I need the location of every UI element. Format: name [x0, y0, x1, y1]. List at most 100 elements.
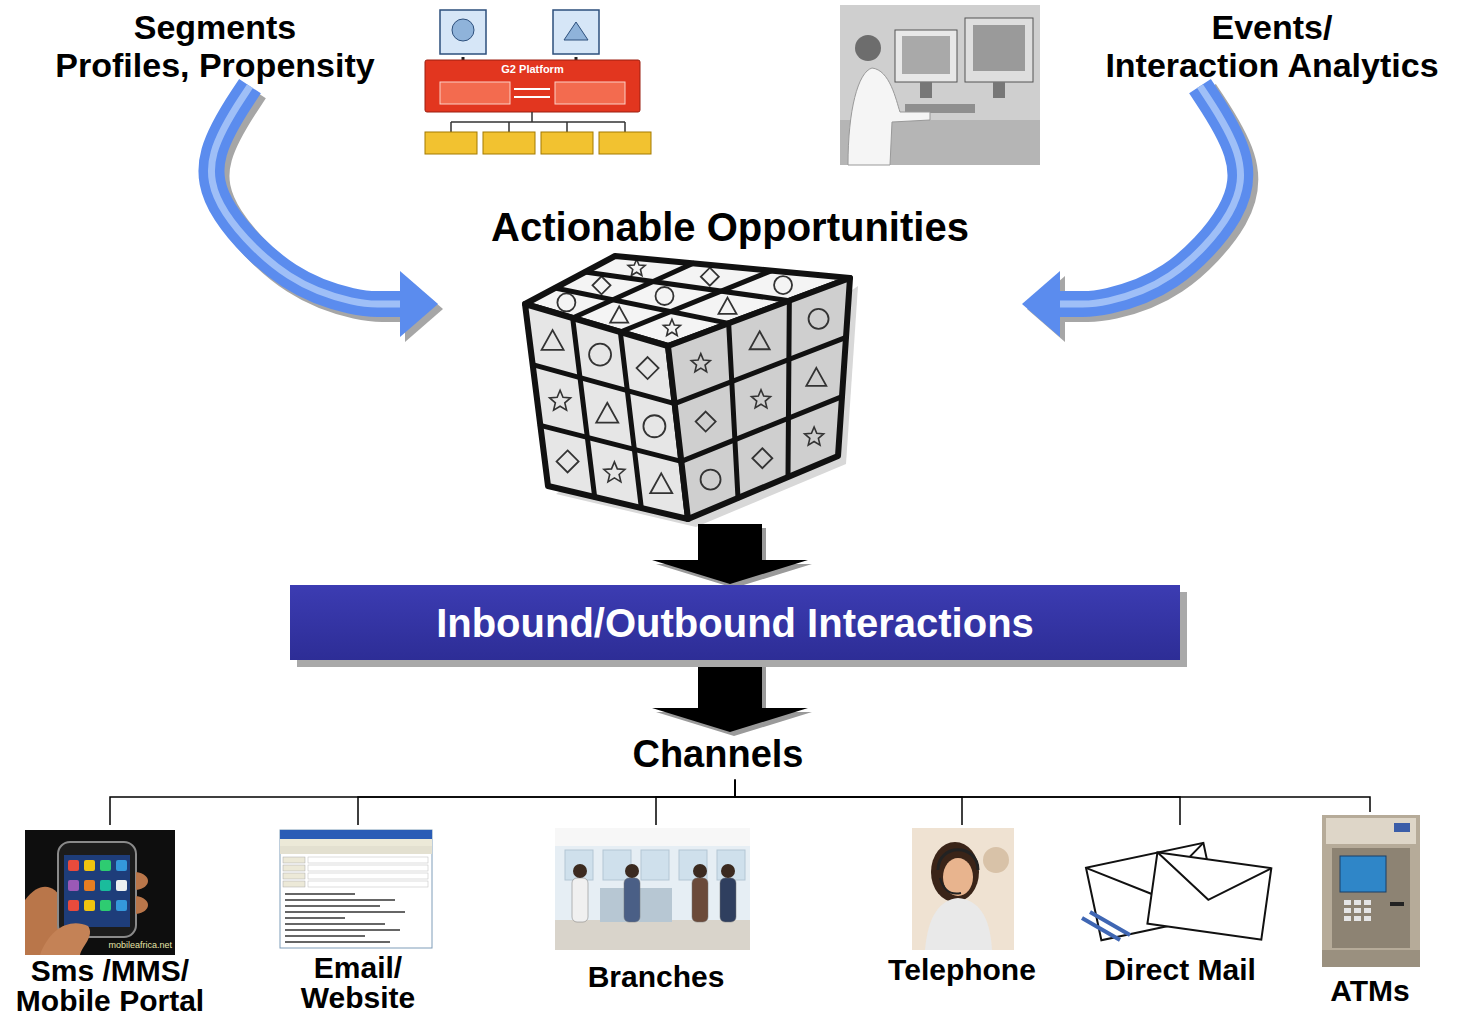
field-button — [283, 881, 305, 887]
email-screenshot — [280, 830, 432, 948]
cube-grid-line — [681, 397, 842, 462]
cube-symbol — [604, 462, 625, 482]
envelope-flap — [1152, 852, 1271, 908]
tree-line — [656, 780, 735, 825]
mail-text-line — [285, 899, 395, 901]
bar-label: Inbound/Outbound Interactions — [436, 600, 1034, 646]
mail-text-line — [285, 911, 405, 913]
cube-illustration — [525, 256, 858, 527]
mail-text-line — [285, 929, 400, 931]
arrowhead — [400, 271, 438, 337]
channel-node: ATMs — [1300, 812, 1440, 1008]
title-bar — [280, 830, 432, 839]
floor — [555, 920, 750, 950]
cube-grid-line — [675, 337, 846, 403]
app-icon — [84, 860, 95, 871]
curved-arrow-body — [211, 86, 400, 304]
curved-arrow — [1022, 86, 1246, 342]
mail-text-line — [285, 941, 390, 943]
cube-title: Actionable Opportunities — [440, 204, 1020, 250]
cube-symbol — [701, 268, 719, 286]
cube-node: Actionable Opportunities — [440, 204, 1020, 522]
cube-symbol — [696, 412, 716, 432]
curved-arrow-body — [1060, 86, 1241, 304]
cube-symbol — [542, 330, 564, 350]
phone-body — [58, 842, 136, 937]
microphone — [940, 878, 961, 894]
app-icon — [116, 880, 127, 891]
app-icon — [84, 880, 95, 891]
cube-face — [525, 304, 688, 519]
cube-grid-line — [729, 323, 738, 498]
cube-symbol — [805, 427, 824, 445]
atm-screen — [1340, 856, 1386, 892]
channel-label: Sms /MMS/ Mobile Portal — [5, 956, 215, 1016]
atm-key — [1364, 916, 1371, 921]
photo-ground — [912, 828, 1014, 950]
cube-symbol — [752, 448, 772, 468]
block-arrow — [652, 662, 808, 732]
person-body — [692, 878, 708, 922]
thumb — [40, 923, 90, 955]
channel-node: Sms /MMS/ Mobile Portal — [5, 825, 215, 1018]
wall-panel — [717, 850, 745, 880]
field-button — [283, 873, 305, 879]
phone-photo — [25, 830, 175, 955]
tree-connector — [656, 780, 735, 825]
atm-key — [1344, 916, 1351, 921]
hair — [931, 842, 979, 902]
cube-grid-line — [533, 365, 675, 404]
platform-illustration — [425, 10, 651, 154]
atm-key — [1344, 908, 1351, 913]
data-source-box — [541, 132, 593, 154]
atm-base — [1322, 950, 1420, 967]
engine-box — [553, 10, 599, 54]
atm-key — [1354, 908, 1361, 913]
app-icon — [68, 860, 79, 871]
heading-node: Events/ Interaction Analytics — [1092, 8, 1452, 84]
arrowhead — [1022, 271, 1060, 337]
cube-symbol — [806, 368, 826, 386]
monitor — [965, 18, 1033, 82]
tree-connector — [358, 780, 735, 825]
person-head — [625, 864, 639, 878]
data-source-box — [483, 132, 535, 154]
cube-edge — [525, 304, 688, 519]
cube-grid-line — [788, 301, 789, 477]
mail-text-line — [285, 905, 380, 907]
field-button — [283, 865, 305, 871]
cube-symbol — [750, 331, 770, 349]
wall-panel — [565, 850, 593, 880]
atm-key — [1364, 900, 1371, 905]
person-head — [573, 864, 587, 878]
app-icon — [84, 900, 95, 911]
platform-wires — [451, 112, 625, 132]
section-heading: Segments Profiles, Propensity — [45, 8, 385, 84]
section-heading: Events/ Interaction Analytics — [1092, 8, 1452, 84]
field-box — [308, 857, 428, 863]
background-person — [983, 847, 1009, 873]
cube-symbol — [774, 276, 792, 294]
channel-node: Telephone — [872, 825, 1052, 987]
tree-line — [358, 780, 735, 825]
cube-symbol — [656, 287, 674, 305]
fingers — [136, 872, 148, 914]
data-source-box — [599, 132, 651, 154]
menu-bar — [280, 839, 432, 846]
person-body — [572, 878, 588, 922]
flow-arrow — [652, 524, 812, 588]
cube-symbol — [637, 357, 659, 379]
photo-ground — [25, 830, 175, 955]
app-icon — [100, 900, 111, 911]
tree-connector — [110, 780, 735, 825]
cube-symbol — [596, 403, 618, 423]
agent-photo — [912, 828, 1014, 950]
field-box — [308, 881, 428, 887]
cube-symbol — [557, 450, 579, 472]
watermark: mobileafrica.net — [95, 940, 172, 950]
cube-symbol — [719, 298, 737, 314]
headset — [938, 850, 978, 870]
monitor-screen — [902, 36, 950, 74]
cube-symbol — [628, 259, 645, 275]
